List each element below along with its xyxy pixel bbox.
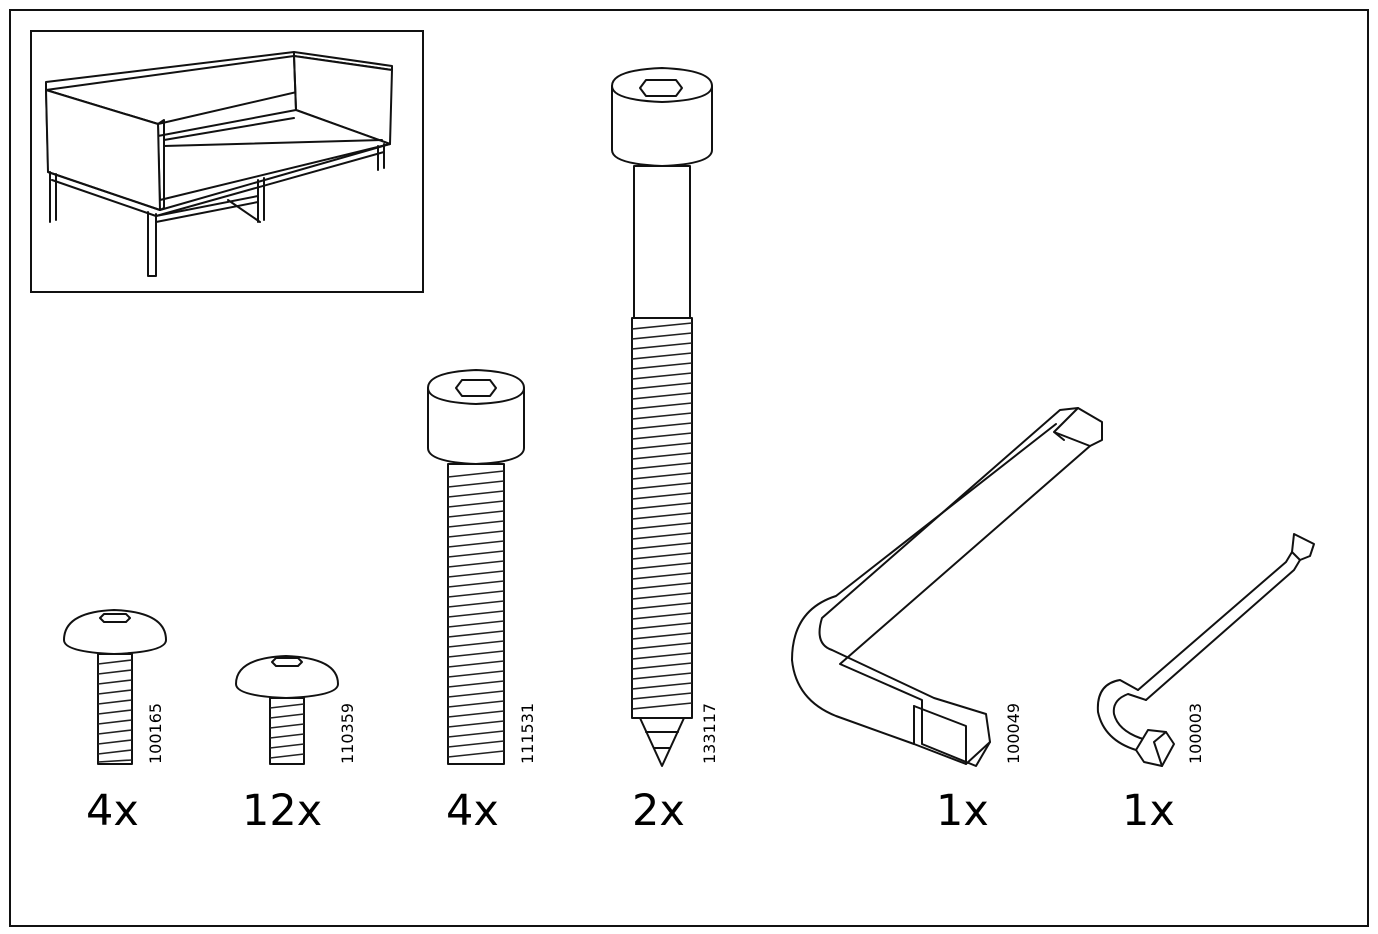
socket-cap-screw-icon — [427, 369, 525, 765]
part-code: 133117 — [700, 702, 719, 764]
sofa-thumbnail-frame — [30, 30, 424, 293]
part-code: 100049 — [1004, 702, 1023, 764]
part-quantity: 4x — [86, 786, 139, 836]
part-quantity: 1x — [936, 786, 989, 836]
part-code: 100003 — [1186, 702, 1205, 764]
large-allen-key-icon — [791, 407, 1103, 767]
part-quantity: 1x — [1122, 786, 1175, 836]
part-quantity: 2x — [632, 786, 685, 836]
part-code: 110359 — [338, 702, 357, 764]
part-code: 111531 — [518, 702, 537, 764]
part-quantity: 4x — [446, 786, 499, 836]
part-code: 100165 — [146, 702, 165, 764]
part-quantity: 12x — [242, 786, 323, 836]
instruction-page-frame — [9, 9, 1369, 927]
long-socket-bolt-icon — [611, 67, 713, 767]
sofa-overview-icon — [45, 51, 393, 277]
button-head-screw-short-icon — [235, 655, 339, 765]
button-head-screw-small-icon — [63, 609, 167, 765]
small-allen-key-icon — [1096, 533, 1315, 767]
